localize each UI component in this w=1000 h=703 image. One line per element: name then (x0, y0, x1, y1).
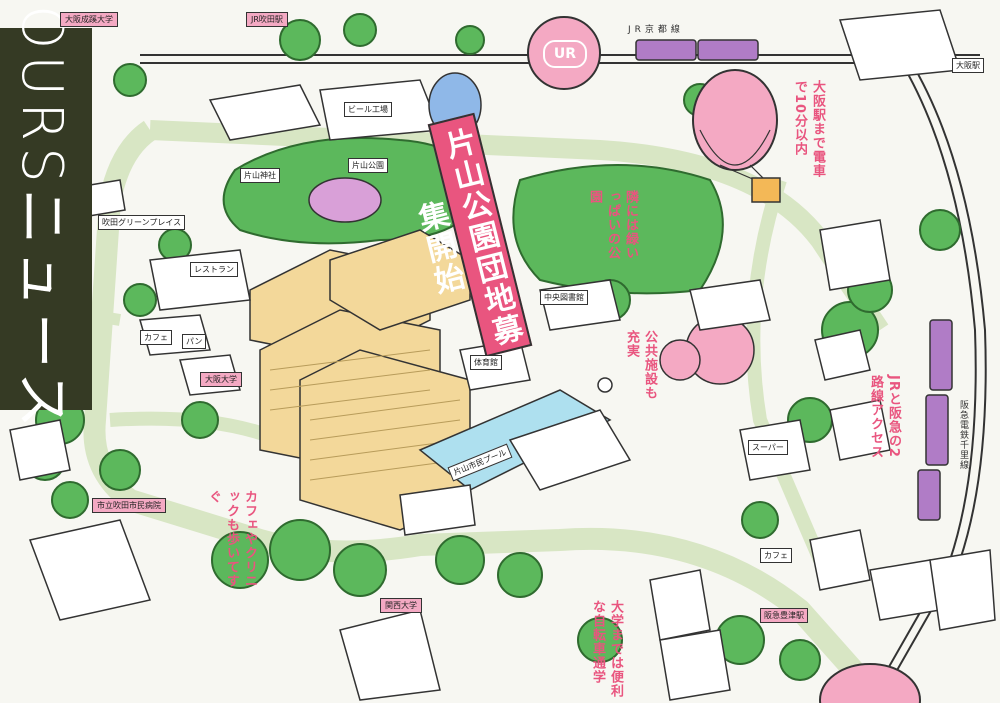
place-gymnasium: 体育館 (470, 355, 502, 370)
hot-air-balloon (692, 69, 781, 203)
place-restaurant: レストラン (190, 262, 238, 277)
jr-line-label: JR京都線 (628, 25, 684, 35)
place-library: 中央図書館 (540, 290, 588, 305)
callout-univ-bike: 大学までは便利な自転車通学 (590, 600, 623, 698)
place-cafe: カフェ (140, 330, 172, 345)
hankyu-train (917, 319, 953, 521)
station-osaka: 大阪駅 (952, 58, 984, 73)
bottom-balloon (819, 663, 921, 703)
callout-osaka-access: 大阪駅まで電車で10分以内 (792, 80, 825, 178)
brand-title: OURSニュース (8, 4, 74, 434)
station-jr-suita: JR吹田駅 (246, 12, 288, 27)
place-suita-green-place: 吹田グリーンプレイス (98, 215, 186, 230)
place-university-small: 大阪大学 (200, 372, 242, 387)
place-beer-factory: ビール工場 (344, 102, 392, 117)
place-super: スーパー (748, 440, 788, 455)
brand-title-wrap: OURSニュース (0, 5, 92, 434)
place-katayama-park: 片山公園 (348, 158, 388, 173)
jr-train (635, 39, 759, 61)
place-city-hospital: 市立吹田市民病院 (92, 498, 166, 513)
station-hankyu-toyotsu: 阪急豊津駅 (760, 608, 808, 623)
place-katayama-shrine: 片山神社 (240, 168, 280, 183)
place-cafe-east: カフェ (760, 548, 792, 563)
ur-balloon: UR (527, 16, 601, 90)
callout-public-facilities: 公共施設も充実 (624, 330, 657, 400)
place-osaka-gakuin: 大阪成蹊大学 (60, 12, 118, 27)
callout-green-park: 隣には緑いっぱいの公園 (587, 190, 638, 260)
callout-two-lines: JRと阪急の2路線アクセス (868, 375, 901, 459)
octopus-slide (308, 177, 382, 223)
place-bread: パン (182, 334, 207, 349)
hankyu-line-label: 阪急電鉄千里線 (958, 400, 968, 470)
katayama-danchi-buildings (249, 229, 471, 531)
callout-cafe-clinic: カフェやクリニックも歩いてすぐ (206, 490, 257, 588)
ur-label: UR (543, 40, 587, 68)
neighbor-park-green (512, 164, 724, 295)
place-kansai-univ: 関西大学 (380, 598, 422, 613)
brand-panel: OURSニュース (0, 5, 92, 434)
